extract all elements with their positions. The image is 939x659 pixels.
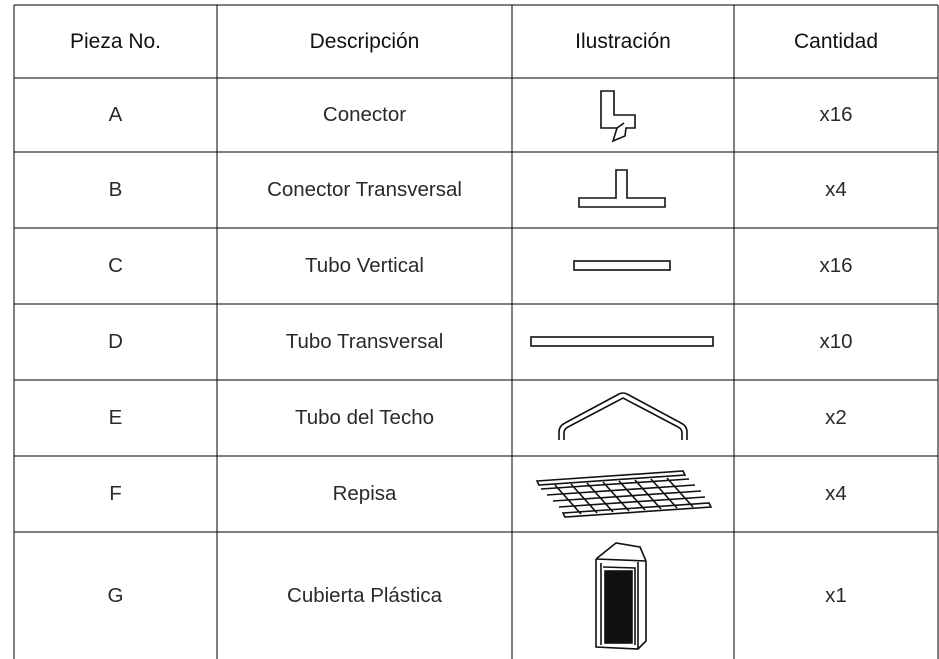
row-a-illustration xyxy=(512,78,734,152)
row-g-illustration xyxy=(512,532,734,659)
short-tube-icon xyxy=(573,260,671,271)
row-b-description: Conector Transversal xyxy=(267,178,462,201)
row-g-quantity: x1 xyxy=(825,583,847,607)
row-a-piece: A xyxy=(108,103,123,126)
shelf-grid-icon xyxy=(535,470,713,518)
row-f-description: Repisa xyxy=(332,482,397,505)
row-a-quantity: x16 xyxy=(819,103,853,126)
row-g-piece: G xyxy=(107,583,124,607)
row-d-illustration xyxy=(512,304,734,380)
header-description: Descripción xyxy=(309,29,420,53)
row-e-description: Tubo del Techo xyxy=(294,406,435,429)
row-b-illustration xyxy=(512,152,734,228)
roof-tube-icon xyxy=(558,392,688,440)
row-e-quantity: x2 xyxy=(825,406,847,429)
long-tube-icon xyxy=(530,336,714,347)
header-piece-number: Pieza No. xyxy=(69,29,162,53)
row-e-illustration xyxy=(512,380,734,456)
row-d-piece: D xyxy=(108,330,123,353)
row-c-quantity: x16 xyxy=(819,254,853,277)
header-illustration: Ilustración xyxy=(575,29,671,53)
cross-connector-icon xyxy=(578,169,666,208)
row-b-piece: B xyxy=(108,178,123,201)
row-a-description: Conector xyxy=(322,103,407,126)
row-d-description: Tubo Transversal xyxy=(285,330,444,353)
plastic-cover-icon xyxy=(595,541,647,650)
row-f-piece: F xyxy=(109,482,122,505)
header-quantity: Cantidad xyxy=(793,29,879,53)
row-c-description: Tubo Vertical xyxy=(305,254,424,277)
row-c-illustration xyxy=(512,228,734,304)
row-g-description: Cubierta Plástica xyxy=(287,583,442,607)
row-e-piece: E xyxy=(108,406,123,429)
row-d-quantity: x10 xyxy=(819,330,853,353)
row-f-quantity: x4 xyxy=(825,482,847,505)
row-c-piece: C xyxy=(108,254,123,277)
row-b-quantity: x4 xyxy=(825,178,847,201)
connector-icon xyxy=(600,90,636,143)
row-f-illustration xyxy=(512,456,734,532)
